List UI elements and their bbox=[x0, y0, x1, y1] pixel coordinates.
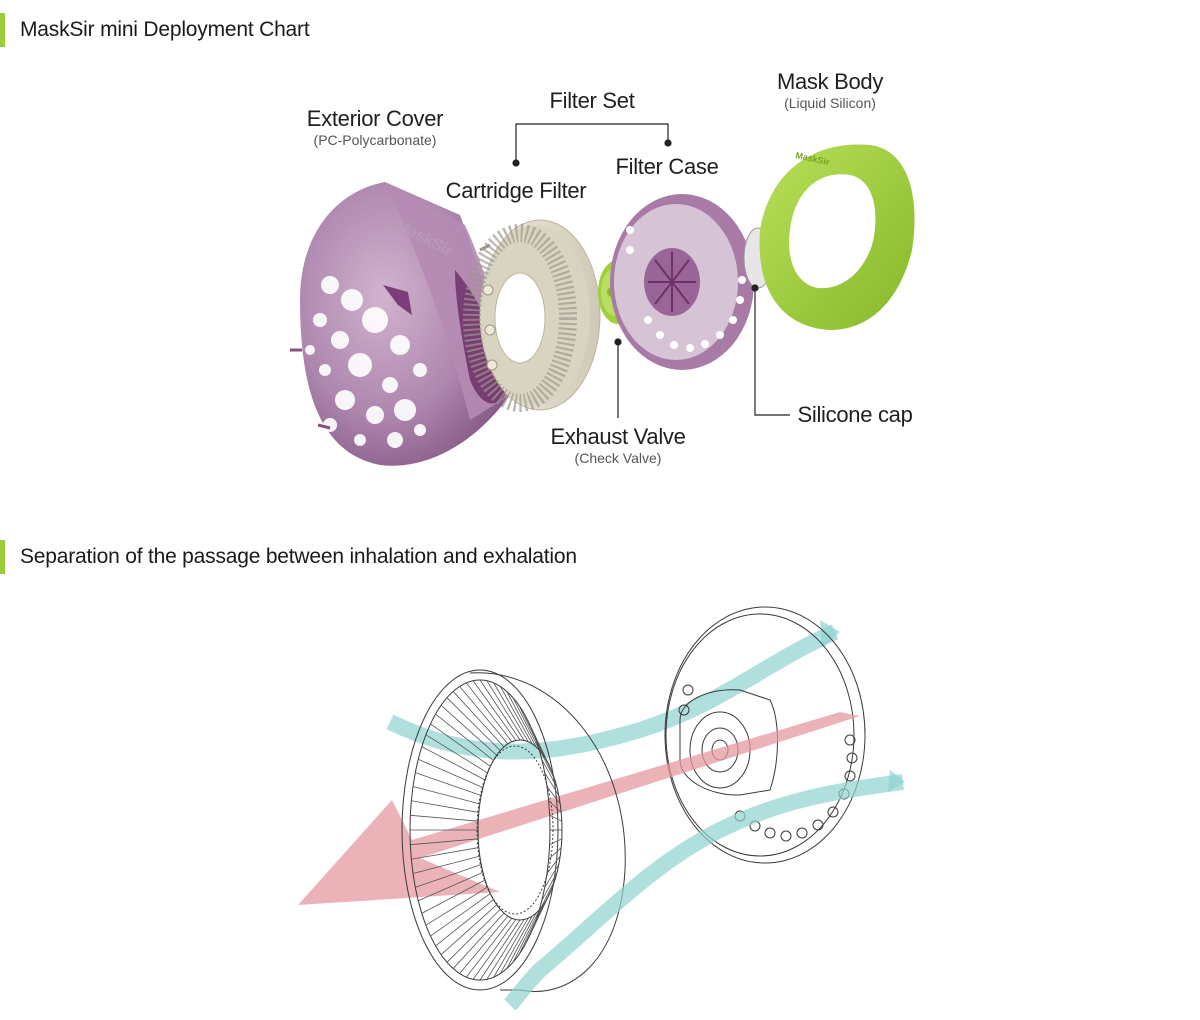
label-silicone-cap: Silicone cap bbox=[797, 402, 912, 428]
label-exterior-cover: Exterior Cover (PC-Polycarbonate) bbox=[306, 106, 444, 148]
part-name: Mask Body bbox=[776, 69, 884, 94]
filter-pleat bbox=[435, 713, 494, 761]
label-filter-case: Filter Case bbox=[615, 154, 718, 180]
filter-pleat bbox=[548, 847, 562, 860]
section-title: MaskSir mini Deployment Chart bbox=[20, 18, 310, 41]
filter-pleat bbox=[549, 838, 562, 846]
filter-pleat bbox=[440, 904, 497, 956]
filter-pleat bbox=[486, 680, 525, 741]
filter-pleat bbox=[411, 800, 479, 813]
filter-pleat bbox=[452, 912, 505, 969]
filter-pleat bbox=[410, 838, 479, 846]
filter-pleat bbox=[541, 759, 558, 788]
filter-pleat bbox=[518, 904, 544, 955]
filter-pleat bbox=[499, 686, 533, 745]
filter-pleat bbox=[418, 872, 484, 902]
filter-pleat bbox=[425, 734, 488, 774]
filter-case bbox=[610, 194, 773, 370]
exhalation-arrow bbox=[298, 712, 860, 905]
filter-pleat bbox=[512, 697, 541, 751]
leader-lines bbox=[512, 123, 790, 418]
part-name: Silicone cap bbox=[797, 402, 913, 427]
filter-pleat bbox=[459, 686, 509, 745]
filter-pleat bbox=[466, 682, 513, 742]
filter-pleat bbox=[537, 746, 556, 781]
filter-case-outline bbox=[664, 606, 866, 864]
part-name: Cartridge Filter bbox=[445, 178, 587, 203]
filter-pleat bbox=[518, 705, 544, 756]
part-name: Exterior Cover bbox=[306, 106, 444, 131]
filter-pleat bbox=[546, 786, 561, 805]
filter-pleat bbox=[544, 864, 560, 888]
exterior-cover: MaskSir bbox=[290, 182, 510, 466]
filter-pleat bbox=[425, 886, 488, 926]
filter-pleat bbox=[541, 872, 558, 901]
part-name: Filter Case bbox=[615, 154, 719, 179]
part-material: (Check Valve) bbox=[574, 450, 662, 466]
filter-pleat bbox=[506, 912, 537, 969]
part-material: (PC-Polycarbonate) bbox=[313, 132, 437, 148]
filter-pleat bbox=[512, 909, 541, 963]
inhalation-stream-upper bbox=[386, 624, 839, 760]
filter-pleat bbox=[418, 758, 484, 788]
inhalation-stream-lower bbox=[504, 774, 905, 1011]
section-title: Separation of the passage between inhala… bbox=[20, 545, 577, 568]
filter-pleat bbox=[524, 899, 548, 947]
filter-pleat bbox=[546, 855, 561, 874]
filter-pleat bbox=[479, 679, 521, 741]
filter-pleat bbox=[412, 855, 480, 874]
filter-pleat bbox=[415, 772, 482, 796]
filter-pleat bbox=[537, 879, 556, 914]
part-name: Exhaust Valve bbox=[550, 424, 686, 449]
part-material: (Liquid Silicon) bbox=[784, 95, 876, 111]
filter-pleat bbox=[421, 746, 486, 781]
filter-pleat bbox=[472, 919, 517, 980]
filter-pleat bbox=[421, 879, 486, 914]
label-mask-body: Mask Body (Liquid Silicon) bbox=[777, 69, 883, 111]
filter-pleat bbox=[544, 772, 560, 796]
label-filter-set: Filter Set bbox=[549, 88, 634, 114]
filter-pleat bbox=[430, 723, 491, 767]
filter-pleat bbox=[506, 691, 537, 748]
label-exhaust-valve: Exhaust Valve (Check Valve) bbox=[550, 424, 685, 466]
filter-pleat bbox=[411, 847, 479, 860]
filter-pleat bbox=[499, 915, 533, 974]
filter-pleat bbox=[549, 814, 562, 822]
filter-pleat bbox=[493, 918, 529, 978]
filter-pleat bbox=[440, 704, 497, 756]
filter-pleat bbox=[410, 814, 479, 822]
filter-pleat bbox=[479, 919, 521, 981]
label-cartridge-filter: Cartridge Filter bbox=[446, 178, 587, 204]
filter-pleat bbox=[548, 800, 562, 813]
filter-pleat bbox=[430, 893, 491, 937]
section-accent-bar bbox=[0, 13, 5, 47]
filter-pleat bbox=[493, 682, 529, 742]
cartridge-filter bbox=[463, 219, 601, 412]
filter-pleat bbox=[415, 864, 482, 888]
filter-pleat bbox=[486, 919, 525, 980]
filter-pleat bbox=[466, 918, 513, 978]
filter-pleat bbox=[459, 915, 509, 974]
filter-pleat bbox=[446, 909, 501, 963]
section-header-airflow: Separation of the passage between inhala… bbox=[0, 540, 577, 574]
filter-pleat bbox=[472, 680, 517, 741]
filter-pleat bbox=[533, 734, 553, 774]
filter-pleat bbox=[446, 697, 501, 751]
filter-pleat bbox=[435, 899, 494, 947]
mask-body: MaskSir bbox=[759, 144, 915, 330]
section-accent-bar bbox=[0, 540, 5, 574]
section-header-deployment: MaskSir mini Deployment Chart bbox=[0, 13, 310, 47]
filter-pleat bbox=[412, 786, 480, 805]
cartridge-filter-outline bbox=[401, 669, 626, 992]
part-name: Filter Set bbox=[549, 88, 635, 113]
filter-pleat bbox=[452, 691, 505, 748]
